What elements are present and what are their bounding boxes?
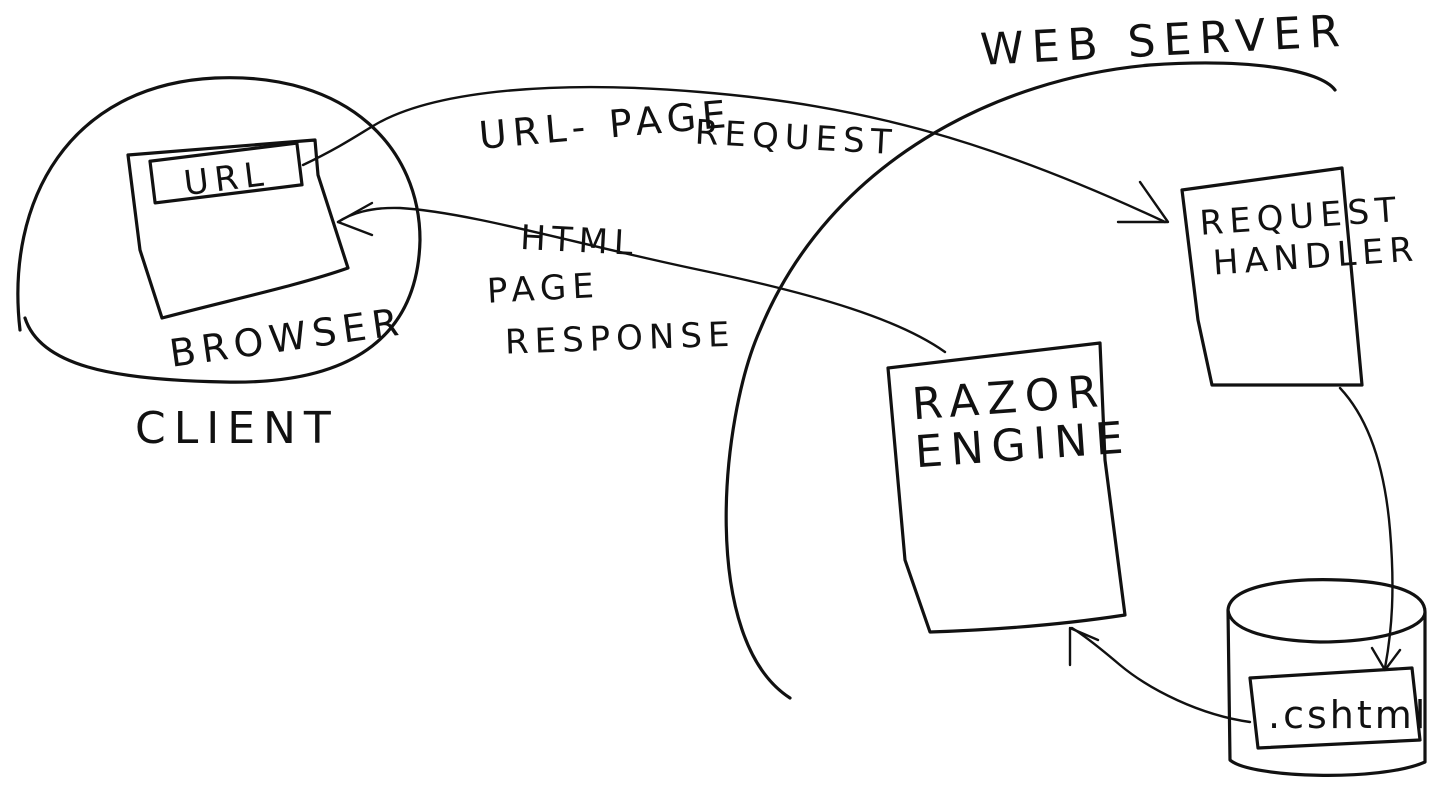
cshtml-store-cylinder [1226,578,1427,777]
response-arrowhead [336,201,374,237]
client-boundary [16,76,422,384]
cshtml-label: .cshtml [1268,693,1428,737]
response-label-line1: HTML [519,218,640,264]
request-handler-box [1180,166,1364,387]
razor-engine-box [886,341,1127,634]
response-label-line3: RESPONSE [504,315,736,363]
web-server-boundary [724,61,1337,700]
handler-to-cshtml-arrowhead [1370,646,1402,672]
web-server-label: WEB SERVER [979,6,1349,76]
url-bar [148,141,304,205]
browser-window [126,138,350,320]
cshtml-to-razor-arrowhead [1068,626,1100,667]
request-label-line2: REQUEST [694,113,898,164]
client-label: CLIENT [135,403,339,454]
response-label-line2: PAGE [486,266,601,312]
url-label: URL [182,154,272,204]
handler-to-cshtml-arrow [1338,386,1394,670]
response-arrow [336,206,947,354]
cshtml-to-razor-arrow [1070,626,1252,724]
request-arrow [301,85,1167,224]
request-arrowhead [1116,180,1170,224]
browser-label: BROWSER [167,299,407,375]
cshtml-file-box [1248,666,1422,750]
